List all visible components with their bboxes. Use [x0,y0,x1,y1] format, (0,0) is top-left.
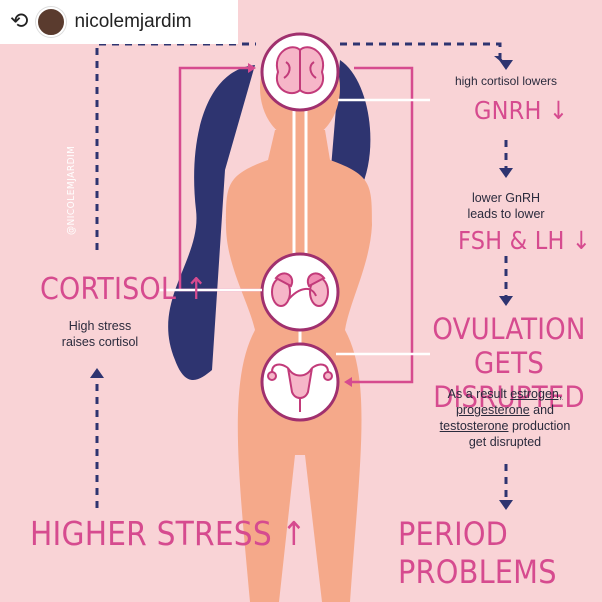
cortisol-heading: CORTISOL ↑ [40,272,208,307]
repost-icon[interactable]: ⟲ [10,9,29,34]
hair [168,65,255,380]
adrenal-circle [260,252,340,332]
ovulation-heading: OVULATION GETS DISRUPTED [424,312,594,414]
feedback-loop-right [350,66,414,384]
cortisol-note-line1: High stress [68,319,132,333]
gnrh-heading: GNRH ↓ [474,96,568,125]
period-problems-heading: PERIOD PROBLEMS [398,515,557,591]
dash-top-right [340,42,502,58]
fsh-lh-heading: FSH & LH ↓ [458,226,591,255]
dash-top-left [95,42,256,250]
fsh-note: lower GnRH leads to lower [436,190,576,222]
result-line3: testosterone production [439,419,571,433]
ovulation-line2: GETS DISRUPTED [433,346,585,414]
cortisol-note-line2: raises cortisol [61,335,139,349]
fsh-note-line2: leads to lower [467,207,545,221]
result-line4: get disrupted [468,435,542,449]
ovulation-line1: OVULATION [432,312,586,346]
repost-header[interactable]: ⟲ nicolemjardim [0,0,238,44]
watermark-handle: @NICOLEMJARDIM [66,95,80,235]
avatar[interactable] [36,7,67,37]
result-line1: As a result estrogen, [447,387,563,401]
cortisol-note: High stress raises cortisol [30,318,170,350]
watermark-text: @NICOLEMJARDIM [66,145,77,235]
repost-username[interactable]: nicolemjardim [74,11,192,32]
uterus-icon [267,363,333,412]
result-note: As a result estrogen, progesterone and t… [420,386,590,450]
hair-right [330,60,371,190]
brain-icon [275,46,325,95]
result-line2: progesterone and [455,403,554,417]
higher-stress-heading: HIGHER STRESS ↑ [30,514,307,553]
gnrh-note: high cortisol lowers [454,74,558,88]
adrenal-gland-icon [271,272,329,307]
fsh-note-line1: lower GnRH [471,191,541,205]
